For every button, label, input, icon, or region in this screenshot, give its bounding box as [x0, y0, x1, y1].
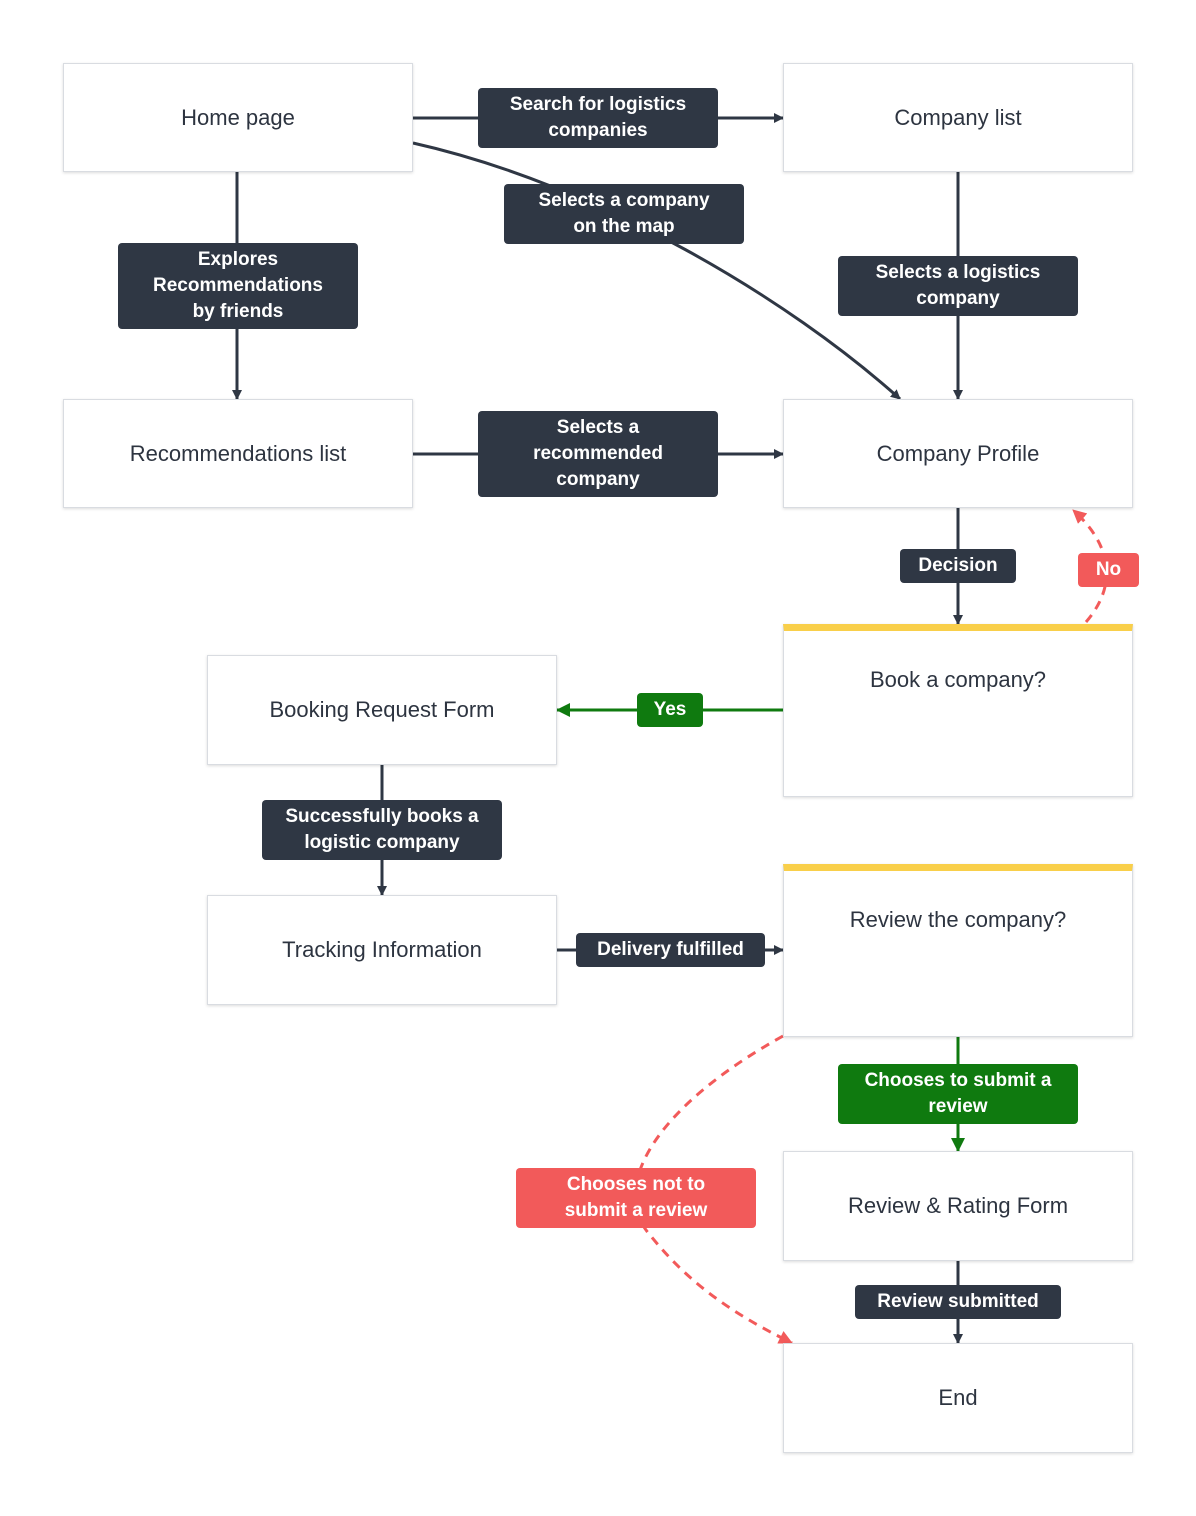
- node-review-decision[interactable]: Review the company?: [783, 864, 1133, 1037]
- label-yes: Yes: [637, 693, 703, 727]
- node-end[interactable]: End: [783, 1343, 1133, 1453]
- label-search-logistics: Search for logistics companies: [478, 88, 718, 148]
- label-decision: Decision: [900, 549, 1016, 583]
- node-tracking-information[interactable]: Tracking Information: [207, 895, 557, 1005]
- node-home-page[interactable]: Home page: [63, 63, 413, 172]
- node-company-list[interactable]: Company list: [783, 63, 1133, 172]
- label-delivery-fulfilled: Delivery fulfilled: [576, 933, 765, 967]
- label-review-submitted: Review submitted: [855, 1285, 1061, 1319]
- label-explores-recommendations: Explores Recommendations by friends: [118, 243, 358, 329]
- edge-home-to-company-profile: [412, 141, 902, 401]
- node-review-rating-form[interactable]: Review & Rating Form: [783, 1151, 1133, 1261]
- label-selects-recommended: Selects a recommended company: [478, 411, 718, 497]
- label-successfully-books: Successfully books a logistic company: [262, 800, 502, 860]
- node-company-profile[interactable]: Company Profile: [783, 399, 1133, 508]
- node-booking-request-form[interactable]: Booking Request Form: [207, 655, 557, 765]
- node-book-decision[interactable]: Book a company?: [783, 624, 1133, 797]
- label-not-submit-review: Chooses not to submit a review: [516, 1168, 756, 1228]
- label-selects-on-map: Selects a company on the map: [504, 184, 744, 244]
- label-no: No: [1078, 553, 1139, 587]
- label-submit-review: Chooses to submit a review: [838, 1064, 1078, 1124]
- node-recommendations-list[interactable]: Recommendations list: [63, 399, 413, 508]
- label-selects-logistics-company: Selects a logistics company: [838, 256, 1078, 316]
